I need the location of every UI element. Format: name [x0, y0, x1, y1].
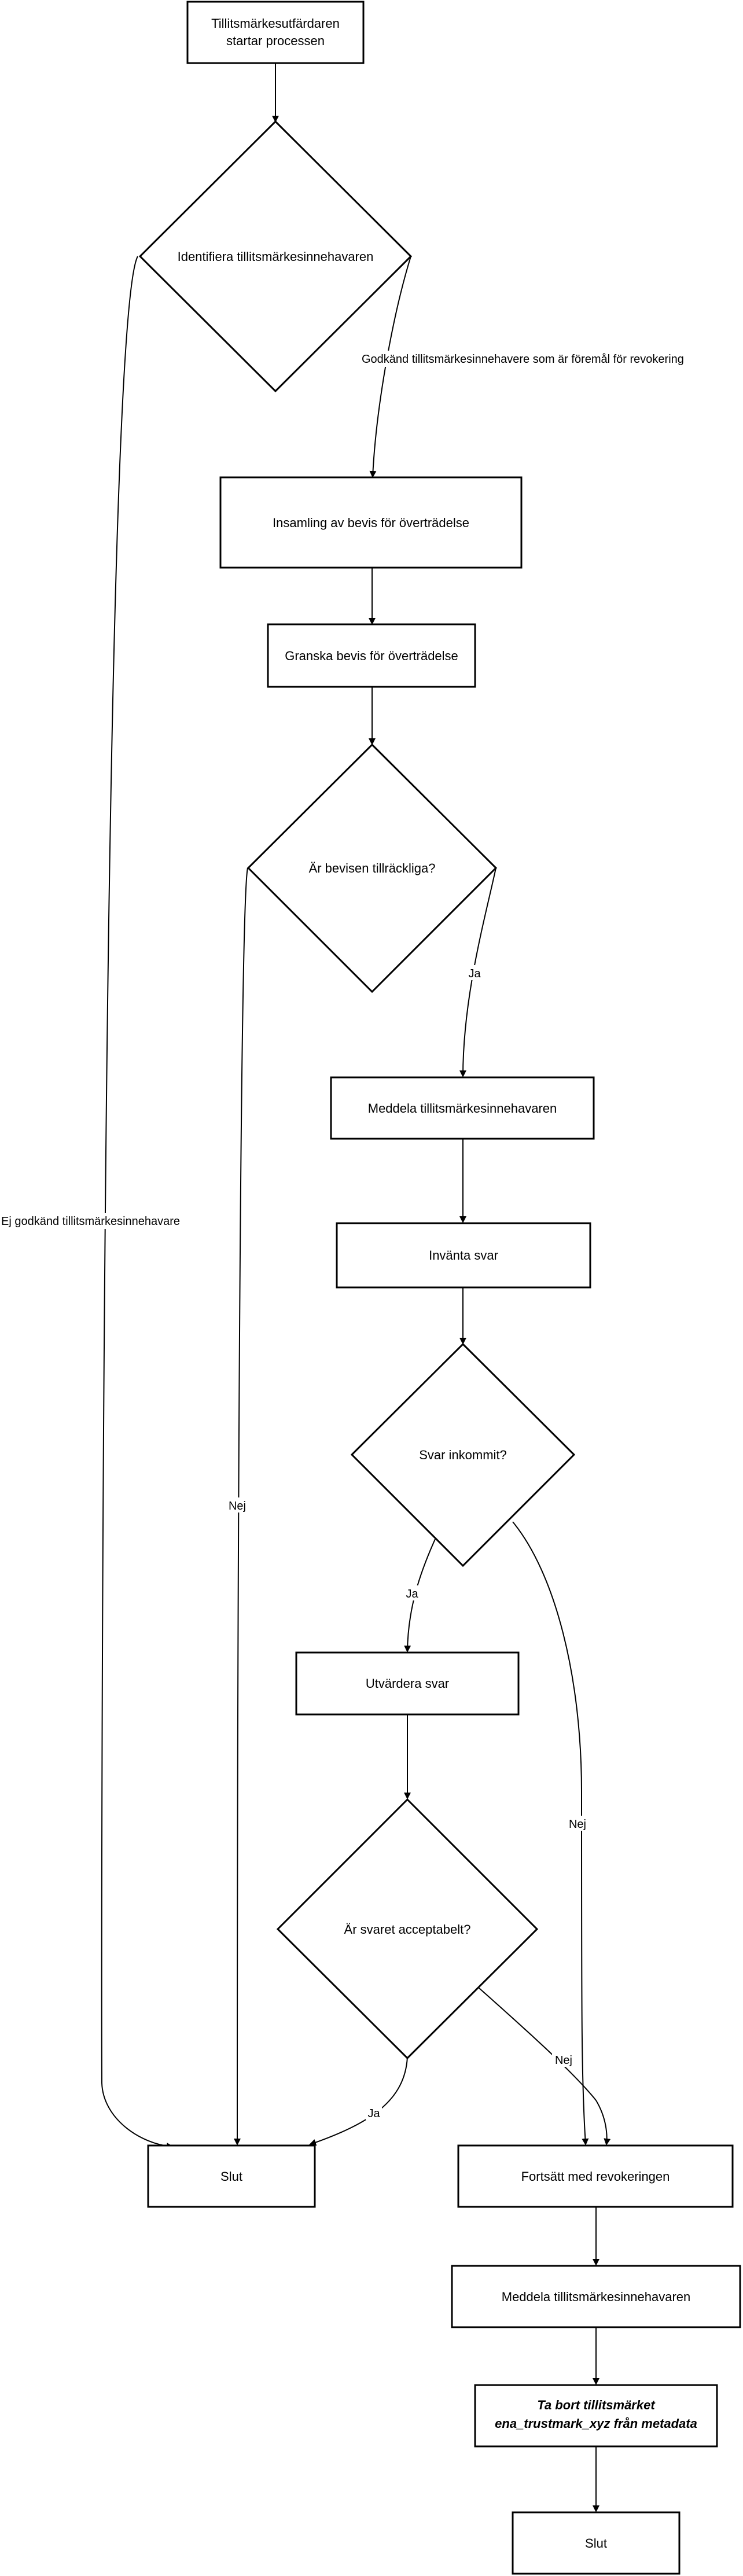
svg-text:Meddela tillitsmärkesinnehavar: Meddela tillitsmärkesinnehavaren	[368, 1101, 557, 1116]
node-review: Granska bevis för överträdelse	[267, 623, 476, 688]
svg-text:Är bevisen tillräckliga?: Är bevisen tillräckliga?	[309, 861, 436, 875]
node-sufficient: Är bevisen tillräckliga?	[247, 743, 498, 993]
node-continue: Fortsätt med revokeringen	[457, 2144, 734, 2208]
edge-label-not-approved: Ej godkänd tillitsmärkesinnehavare	[1, 1215, 180, 1228]
svg-text:Identifiera tillitsmärkesinneh: Identifiera tillitsmärkesinnehavaren	[178, 249, 374, 264]
node-end2: Slut	[512, 2511, 681, 2575]
node-remove: Ta bort tillitsmärket ena_trustmark_xyz …	[474, 2384, 718, 2448]
svg-text:Utvärdera svar: Utvärdera svar	[366, 1676, 449, 1691]
node-start: Tillitsmärkesutfärdaren startar processe…	[186, 1, 365, 64]
node-notify1: Meddela tillitsmärkesinnehavaren	[330, 1076, 595, 1140]
node-evaluate: Utvärdera svar	[295, 1651, 520, 1716]
edge-identify-to-end1	[101, 256, 174, 2150]
edge-acceptable-to-continue	[479, 1988, 611, 2146]
svg-text:Insamling av bevis för överträ: Insamling av bevis för överträdelse	[273, 516, 469, 530]
svg-text:Tillitsmärkesutfärdaren: Tillitsmärkesutfärdaren	[211, 16, 340, 31]
svg-text:Slut: Slut	[220, 2169, 242, 2184]
node-acceptable: Är svaret acceptabelt?	[276, 1798, 539, 2060]
node-notify2: Meddela tillitsmärkesinnehavaren	[451, 2265, 741, 2328]
edge-acceptable-to-end1	[309, 2056, 408, 2146]
svg-text:startar processen: startar processen	[226, 34, 325, 48]
edge-label-received-no: Nej	[569, 1818, 586, 1831]
edge-received-to-continue	[512, 1521, 589, 2146]
svg-text:Svar inkommit?: Svar inkommit?	[419, 1448, 507, 1462]
node-received: Svar inkommit?	[350, 1342, 576, 1567]
edge-label-acceptable-yes: Ja	[367, 2107, 380, 2120]
node-await: Invänta svar	[336, 1222, 591, 1289]
edge-sufficient-to-end1	[234, 867, 248, 2146]
edge-label-acceptable-no: Nej	[555, 2054, 572, 2067]
node-end1: Slut	[147, 2144, 316, 2208]
svg-text:Är svaret acceptabelt?: Är svaret acceptabelt?	[344, 1922, 471, 1937]
svg-text:Meddela tillitsmärkesinnehavar: Meddela tillitsmärkesinnehavaren	[502, 2290, 691, 2304]
svg-text:Invänta svar: Invänta svar	[429, 1248, 498, 1263]
node-collect: Insamling av bevis för överträdelse	[219, 476, 523, 569]
svg-text:Ta bort tillitsmärket: Ta bort tillitsmärket	[537, 2398, 656, 2412]
edge-label-received-yes: Ja	[406, 1588, 418, 1600]
svg-text:Slut: Slut	[585, 2536, 607, 2551]
edge-label-sufficient-no: Nej	[229, 1500, 246, 1513]
edge-label-approved: Godkänd tillitsmärkesinnehavere som är f…	[362, 353, 684, 366]
edge-label-sufficient-yes: Ja	[468, 967, 481, 980]
svg-text:ena_trustmark_xyz från metadat: ena_trustmark_xyz från metadata	[495, 2416, 697, 2431]
edge-sufficient-to-notify1	[459, 867, 496, 1077]
svg-text:Granska bevis för överträdelse: Granska bevis för överträdelse	[285, 649, 458, 663]
svg-text:Fortsätt med revokeringen: Fortsätt med revokeringen	[521, 2169, 670, 2184]
node-identify: Identifiera tillitsmärkesinnehavaren	[138, 120, 413, 393]
